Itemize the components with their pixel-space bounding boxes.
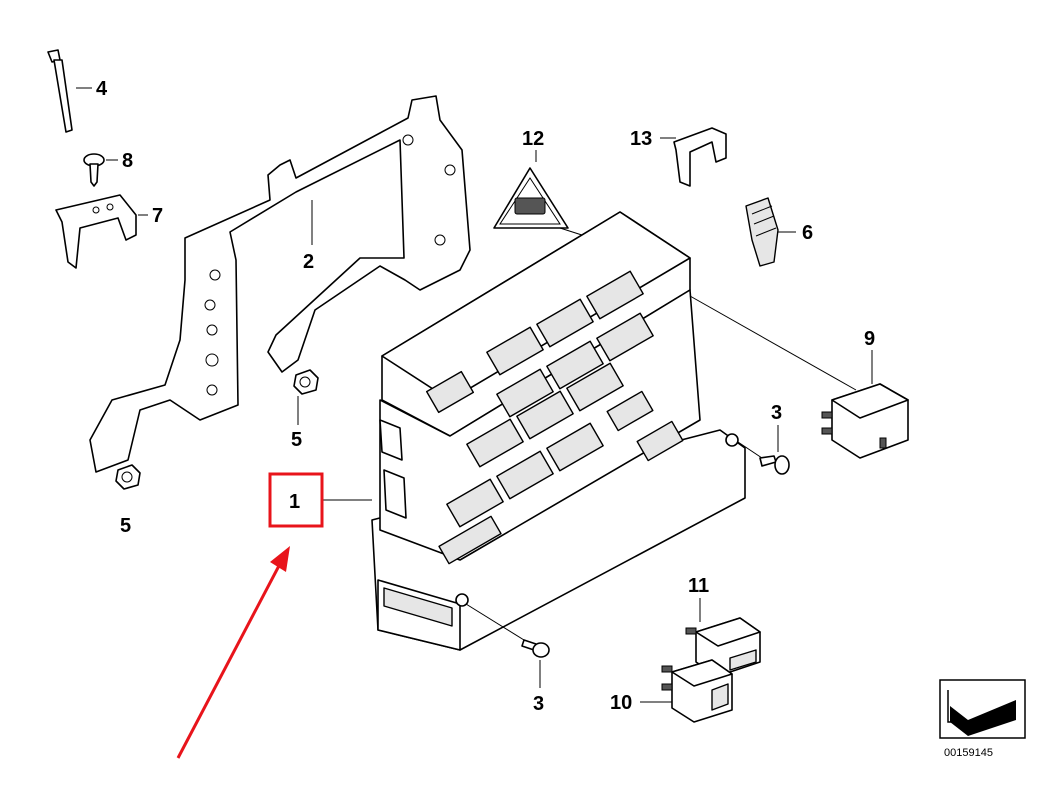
fuse-slot-grid — [425, 270, 684, 565]
highlight-arrow-shaft — [176, 559, 284, 759]
callout-7: 7 — [152, 205, 163, 227]
callout-1: 1 — [289, 491, 300, 513]
callout-12: 12 — [522, 128, 544, 150]
part-9-relay[interactable] — [689, 295, 909, 459]
highlight-annotation — [176, 472, 324, 759]
part-3-screw-bottom[interactable] — [465, 603, 550, 688]
reference-number: 00159145 — [944, 747, 993, 759]
callout-3-right: 3 — [771, 402, 782, 424]
reference-icon — [939, 679, 1026, 739]
callout-11: 11 — [688, 575, 709, 597]
callout-1-highlight-box — [268, 472, 324, 528]
callout-6: 6 — [802, 222, 813, 244]
part-12-warning-label[interactable] — [493, 150, 586, 237]
part-8-screw[interactable] — [83, 153, 118, 187]
part-5-nut-upper[interactable] — [293, 369, 319, 425]
part-4-rivet[interactable] — [47, 49, 92, 133]
callout-9: 9 — [864, 328, 875, 350]
part-1-fuse-box[interactable] — [322, 211, 746, 651]
callout-4: 4 — [96, 78, 108, 100]
part-6-connector[interactable] — [745, 197, 796, 267]
callout-13: 13 — [630, 128, 652, 150]
part-10-relay[interactable] — [640, 659, 733, 723]
callout-8: 8 — [122, 150, 133, 172]
part-7-bracket[interactable] — [55, 194, 148, 269]
callout-2: 2 — [303, 251, 314, 273]
highlight-arrow-head — [270, 546, 290, 572]
part-5-nut-lower[interactable] — [115, 464, 141, 490]
part-2-frame-bracket[interactable] — [89, 95, 471, 473]
callout-3-bottom: 3 — [533, 693, 544, 715]
callout-10: 10 — [610, 692, 632, 714]
callout-5-upper: 5 — [291, 429, 302, 451]
part-13-clip[interactable] — [660, 127, 727, 187]
callout-5-lower: 5 — [120, 515, 131, 537]
part-3-screw-right[interactable] — [737, 425, 790, 475]
